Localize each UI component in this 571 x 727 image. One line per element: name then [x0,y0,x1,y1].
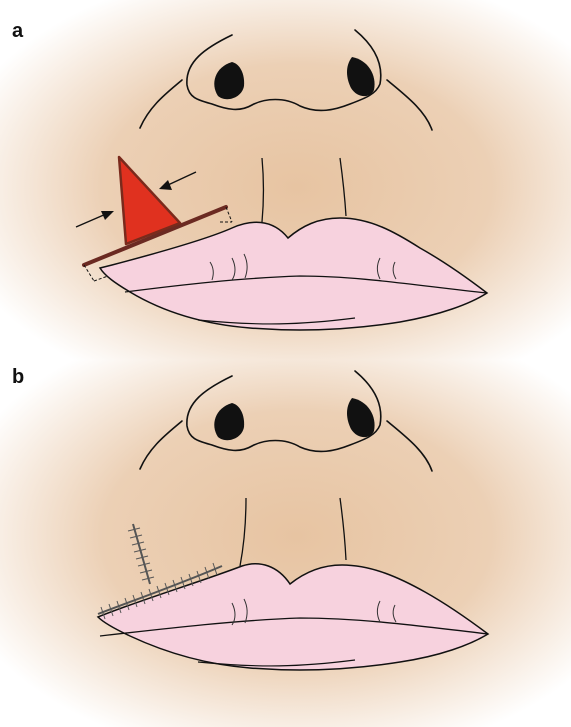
panel-label-a: a [12,20,23,43]
panel-label-b: b [12,366,24,389]
panel-b-container: b [0,360,571,727]
panel-a-container: a [0,0,571,360]
